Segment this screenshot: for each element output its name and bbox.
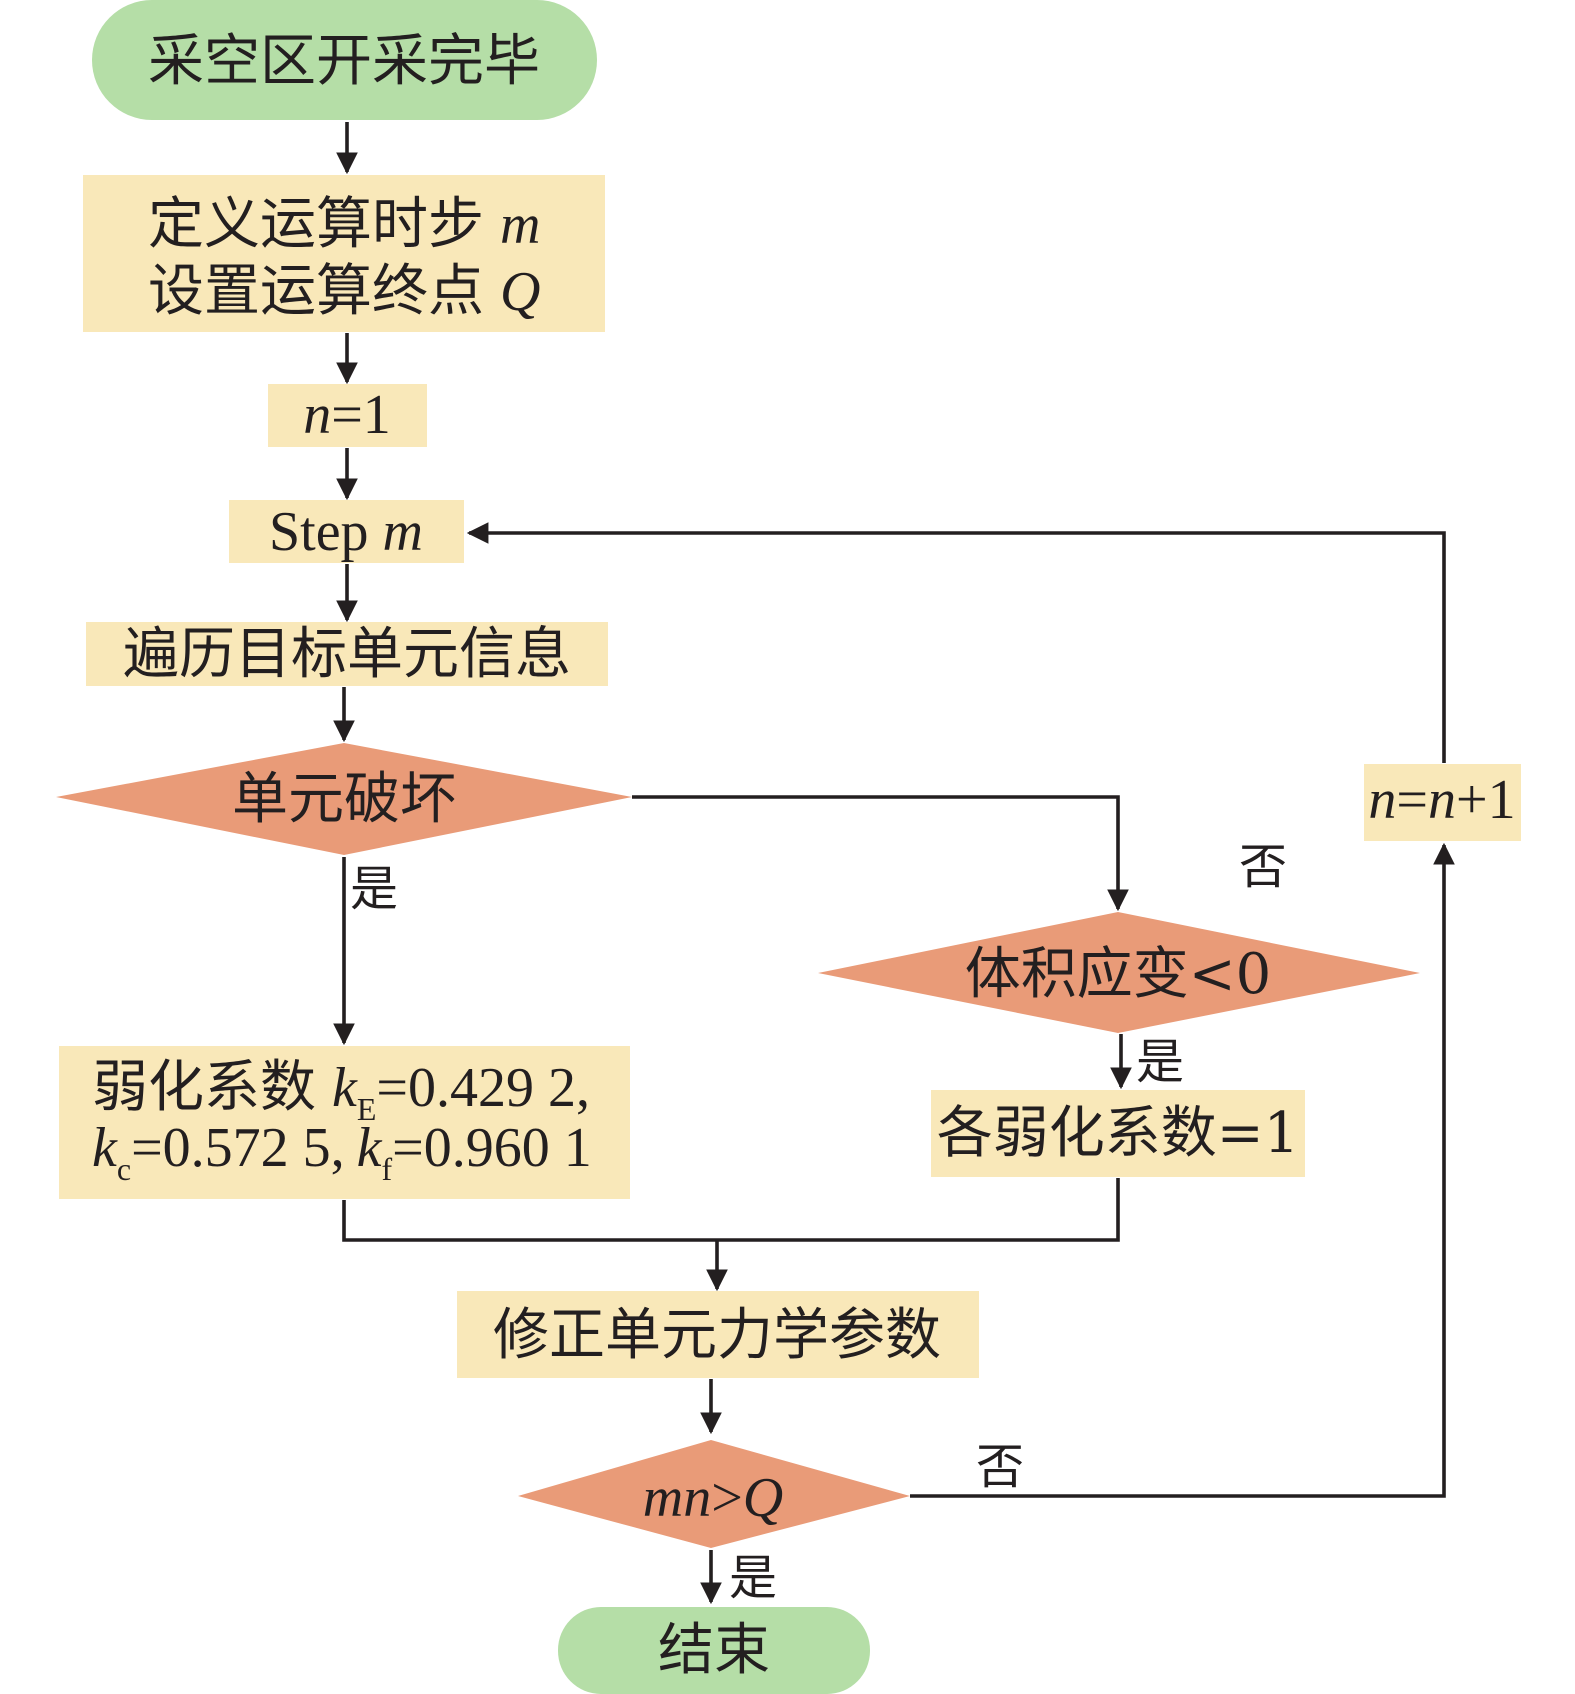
step-var: m (383, 501, 423, 563)
weaken-kf-sub: f (382, 1151, 393, 1187)
start-terminal-shape (92, 0, 597, 120)
check-no-label: 否 (976, 1439, 1024, 1495)
weaken-kf-var: k (357, 1117, 383, 1179)
start-label: 采空区开采完毕 (148, 29, 540, 94)
increment-box (1364, 764, 1521, 841)
all-one-node: 各弱化系数=1 (931, 1090, 1305, 1177)
check-var2: Q (743, 1467, 783, 1529)
define-line2-text: 设置运算终点 (148, 259, 484, 324)
modify-label: 修正单元力学参数 (493, 1303, 941, 1368)
traverse-node: 遍历目标单元信息 (86, 622, 608, 687)
step-text: Step (269, 501, 369, 563)
define-box (83, 175, 605, 332)
failed-yes-label: 是 (350, 861, 398, 917)
element-failed-label: 单元破坏 (232, 767, 456, 832)
init-node: n=1 (268, 384, 427, 447)
increment-var2: n (1428, 769, 1456, 831)
init-rest: =1 (331, 384, 391, 446)
edge-check-increment (910, 842, 1455, 1498)
define-line1-var: m (500, 194, 540, 256)
check-yes-label: 是 (729, 1550, 777, 1606)
weaken-kc-var: k (92, 1117, 118, 1179)
weaken-line1: 弱化系数 kE=0.429 2, (92, 1055, 590, 1127)
increment-var1: n (1368, 769, 1396, 831)
weaken-line2: kc=0.572 5,kf=0.960 1 (92, 1117, 592, 1187)
volumetric-strain-label: 体积应变<0 (965, 942, 1272, 1007)
check-decision: mn>Q (518, 1440, 910, 1548)
failed-no-label: 否 (1239, 839, 1287, 895)
step-box (229, 500, 464, 563)
edge-increment-step (466, 522, 1446, 763)
define-line1-text: 定义运算时步 (148, 192, 484, 257)
element-failed-decision: 单元破坏 (56, 743, 632, 855)
volumetric-strain-decision: 体积应变<0 (818, 912, 1420, 1033)
edge-failed-strain (632, 795, 1129, 912)
volumetric-strain-diamond (818, 912, 1420, 1033)
strain-yes-label: 是 (1136, 1034, 1184, 1090)
check-var: mn (643, 1467, 711, 1529)
end-node: 结束 (558, 1607, 870, 1694)
weaken-kf-value: =0.960 1 (392, 1117, 592, 1179)
increment-label: n=n+1 (1368, 769, 1515, 831)
init-var: n (303, 384, 331, 446)
element-failed-diamond (56, 743, 632, 855)
define-line2: 设置运算终点 Q (148, 259, 540, 324)
weaken-prefix: 弱化系数 (92, 1055, 316, 1120)
weaken-kc-value: =0.572 5, (131, 1117, 345, 1179)
traverse-box (86, 622, 608, 686)
define-line1: 定义运算时步 m (148, 192, 540, 257)
increment-node: n=n+1 (1364, 764, 1521, 841)
traverse-label: 遍历目标单元信息 (123, 622, 571, 687)
end-terminal-shape (558, 1607, 870, 1694)
init-box (268, 384, 427, 447)
define-line2-var: Q (500, 261, 540, 323)
end-label: 结束 (658, 1618, 770, 1683)
weaken-kE-var: k (332, 1057, 358, 1119)
edges (333, 122, 1455, 1605)
weaken-kE-value: =0.429 2, (376, 1057, 590, 1119)
all-one-box (931, 1090, 1305, 1177)
weaken-box (59, 1046, 630, 1199)
weaken-kE-sub: E (357, 1091, 377, 1127)
edge-weaken-merge (342, 1178, 1120, 1242)
check-label: mn>Q (643, 1467, 784, 1529)
all-one-label: 各弱化系数=1 (937, 1101, 1300, 1166)
weaken-kc-sub: c (117, 1151, 131, 1187)
modify-node: 修正单元力学参数 (457, 1291, 979, 1378)
check-diamond (518, 1440, 910, 1548)
increment-eq: = (1396, 769, 1428, 831)
init-label: n=1 (303, 384, 391, 446)
check-op: > (711, 1467, 743, 1529)
define-node: 定义运算时步 m 设置运算终点 Q (83, 175, 605, 332)
start-node: 采空区开采完毕 (92, 0, 597, 120)
increment-rest: +1 (1456, 769, 1516, 831)
modify-box (457, 1291, 979, 1378)
